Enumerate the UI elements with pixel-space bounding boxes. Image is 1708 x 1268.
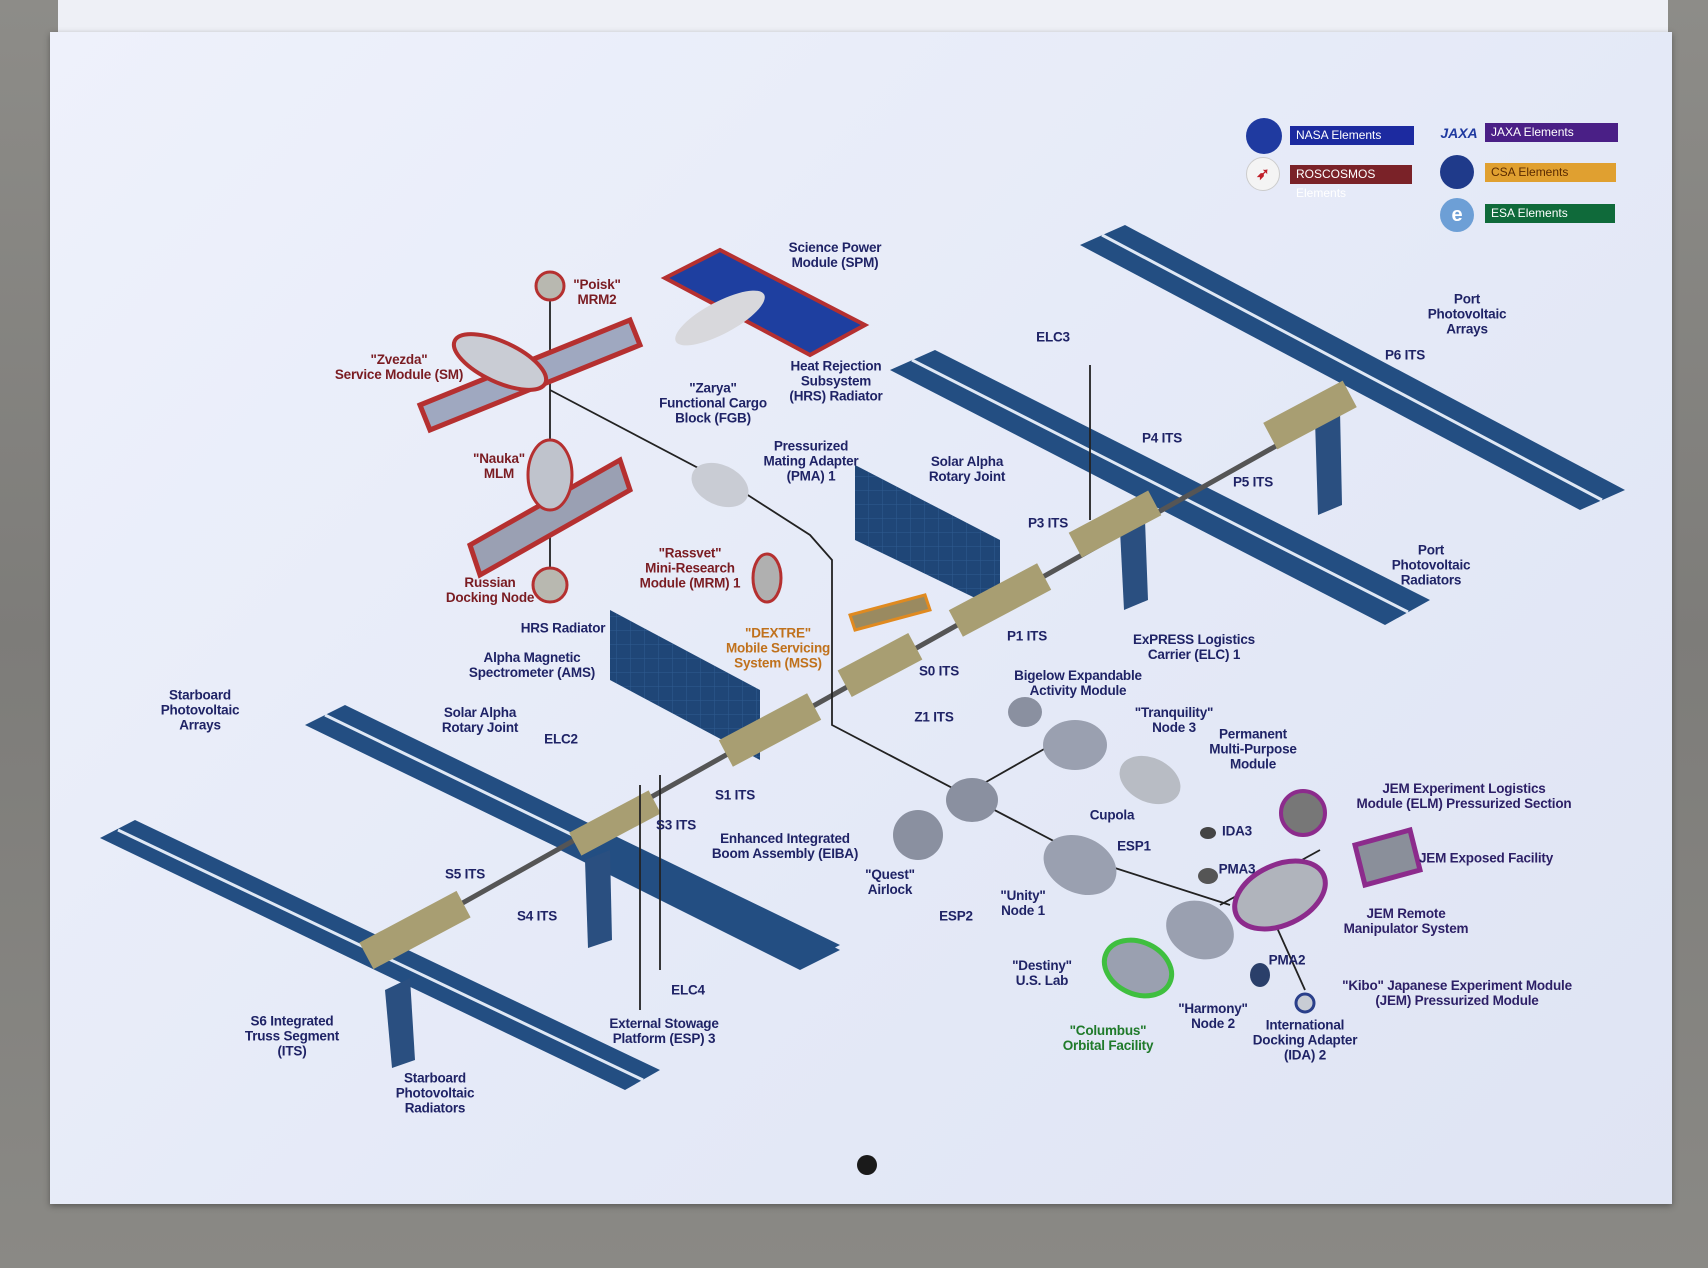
label-eiba: Enhanced Integrated Boom Assembly (EIBA) bbox=[711, 831, 859, 861]
label-z1: Z1 ITS bbox=[914, 709, 954, 725]
jaxa-logo: JAXA bbox=[1440, 125, 1478, 141]
hrs-radiator-starboard bbox=[610, 610, 760, 760]
label-port-pv-radiators: Port Photovoltaic Radiators bbox=[1391, 542, 1471, 588]
label-russian-docking-node: Russian Docking Node bbox=[445, 575, 535, 605]
label-s5: S5 ITS bbox=[444, 866, 486, 882]
label-pma2: PMA2 bbox=[1268, 952, 1306, 968]
label-pmm: Permanent Multi-Purpose Module bbox=[1209, 726, 1297, 772]
legend-roscosmos: ROSCOSMOS Elements bbox=[1290, 165, 1412, 200]
pv-radiator-port-2 bbox=[1315, 410, 1342, 515]
label-starboard-pv-radiators: Starboard Photovoltaic Radiators bbox=[395, 1070, 475, 1116]
label-sarj-port: Solar Alpha Rotary Joint bbox=[928, 454, 1006, 484]
radiators bbox=[385, 410, 1342, 1068]
label-s3: S3 ITS bbox=[655, 817, 697, 833]
integrated-truss bbox=[359, 380, 1357, 970]
label-pma3: PMA3 bbox=[1218, 861, 1256, 877]
label-p3: P3 ITS bbox=[1027, 515, 1069, 531]
label-quest: "Quest" Airlock bbox=[865, 867, 915, 897]
label-cupola: Cupola bbox=[1089, 807, 1135, 823]
hrs-radiator-port bbox=[855, 465, 1000, 610]
label-esp2: ESP2 bbox=[939, 908, 973, 924]
russian-segment bbox=[416, 247, 870, 604]
pv-radiator-port bbox=[1120, 520, 1148, 610]
legend-esa: ESA Elements bbox=[1485, 204, 1615, 223]
label-spm: Science Power Module (SPM) bbox=[788, 240, 882, 270]
csa-logo bbox=[1440, 155, 1474, 189]
label-ams: Alpha Magnetic Spectrometer (AMS) bbox=[468, 650, 596, 680]
label-s4: S4 ITS bbox=[516, 908, 558, 924]
label-s0: S0 ITS bbox=[918, 663, 960, 679]
label-hrs-starboard: HRS Radiator bbox=[520, 620, 606, 636]
label-p1: P1 ITS bbox=[1006, 628, 1048, 644]
calendar-hanging-hole bbox=[857, 1155, 877, 1175]
label-sarj-starboard: Solar Alpha Rotary Joint bbox=[441, 705, 519, 735]
label-hrs-port: Heat Rejection Subsystem (HRS) Radiator bbox=[789, 358, 883, 404]
pressurized-modules bbox=[848, 593, 1424, 1014]
label-zvezda: "Zvezda" Service Module (SM) bbox=[334, 352, 464, 382]
pv-radiator-starboard-2 bbox=[585, 850, 612, 948]
legend-jaxa: JAXA Elements bbox=[1485, 123, 1618, 142]
starboard-array-inner-2 bbox=[560, 830, 840, 970]
label-p6: P6 ITS bbox=[1384, 347, 1426, 363]
label-starboard-pv-arrays: Starboard Photovoltaic Arrays bbox=[160, 687, 240, 733]
legend-csa: CSA Elements bbox=[1485, 163, 1616, 182]
label-s6: S6 Integrated Truss Segment (ITS) bbox=[244, 1013, 340, 1059]
label-esp3: External Stowage Platform (ESP) 3 bbox=[609, 1016, 719, 1046]
esa-logo: e bbox=[1440, 198, 1474, 232]
label-p4: P4 ITS bbox=[1141, 430, 1183, 446]
legend-nasa: NASA Elements bbox=[1290, 126, 1414, 145]
label-esp1: ESP1 bbox=[1117, 838, 1151, 854]
label-s1: S1 ITS bbox=[714, 787, 756, 803]
label-elc2: ELC2 bbox=[544, 731, 578, 747]
label-tranquility: "Tranquility" Node 3 bbox=[1134, 705, 1214, 735]
label-harmony: "Harmony" Node 2 bbox=[1178, 1001, 1248, 1031]
label-dextre: "DEXTRE" Mobile Servicing System (MSS) bbox=[725, 625, 831, 671]
label-pma1: Pressurized Mating Adapter (PMA) 1 bbox=[763, 438, 859, 484]
roscosmos-logo: ➶ bbox=[1246, 157, 1280, 191]
pv-radiator-starboard bbox=[385, 978, 415, 1068]
label-columbus: "Columbus" Orbital Facility bbox=[1062, 1023, 1154, 1053]
label-rassvet: "Rassvet" Mini-Research Module (MRM) 1 bbox=[639, 545, 741, 591]
label-beam: Bigelow Expandable Activity Module bbox=[1014, 668, 1142, 698]
label-jem-rms: JEM Remote Manipulator System bbox=[1343, 906, 1469, 936]
label-jem-exposed-facility: JEM Exposed Facility bbox=[1418, 850, 1554, 866]
label-port-pv-arrays: Port Photovoltaic Arrays bbox=[1427, 291, 1507, 337]
label-nauka: "Nauka" MLM bbox=[473, 451, 525, 481]
label-elc1: ExPRESS Logistics Carrier (ELC) 1 bbox=[1133, 632, 1255, 662]
label-p5: P5 ITS bbox=[1232, 474, 1274, 490]
label-ida3: IDA3 bbox=[1222, 823, 1252, 839]
label-unity: "Unity" Node 1 bbox=[1000, 888, 1046, 918]
nasa-logo bbox=[1246, 118, 1282, 154]
label-destiny: "Destiny" U.S. Lab bbox=[1012, 958, 1072, 988]
label-ida2: International Docking Adapter (IDA) 2 bbox=[1252, 1017, 1358, 1063]
label-elc3: ELC3 bbox=[1036, 329, 1070, 345]
label-elm: JEM Experiment Logistics Module (ELM) Pr… bbox=[1356, 781, 1572, 811]
label-zarya: "Zarya" Functional Cargo Block (FGB) bbox=[659, 380, 767, 426]
label-elc4: ELC4 bbox=[671, 982, 705, 998]
label-poisk: "Poisk" MRM2 bbox=[573, 277, 621, 307]
label-kibo: "Kibo" Japanese Experiment Module (JEM) … bbox=[1342, 978, 1572, 1008]
